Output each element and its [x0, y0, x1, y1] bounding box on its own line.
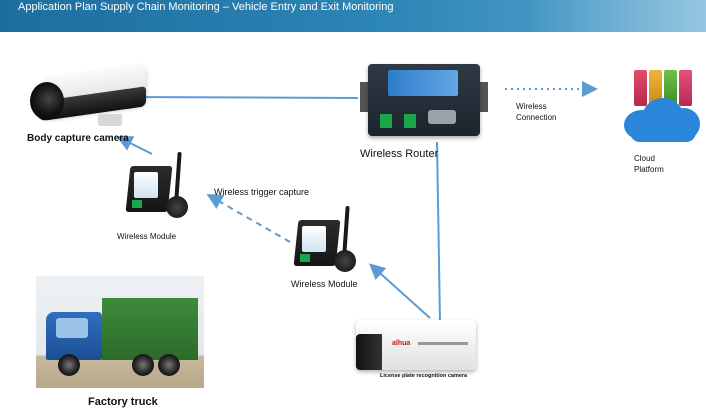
- cloud-platform-label: Cloud Platform: [634, 154, 664, 174]
- wireless-module-1-icon: [125, 151, 192, 224]
- lpr-camera-label: License plate recognition camera: [380, 373, 468, 379]
- line-lpr-to-module2: [369, 263, 431, 319]
- body-camera-icon: [30, 58, 154, 130]
- factory-truck-label: Factory truck: [88, 396, 158, 408]
- wireless-module-2-label: Wireless Module: [291, 279, 358, 289]
- router-icon: [360, 64, 488, 136]
- header-glow: [526, 0, 706, 32]
- wireless-module-2-icon: [293, 205, 360, 278]
- wireless-trigger-label: Wireless trigger capture: [214, 187, 310, 197]
- lpr-camera-brand: alhua: [392, 340, 411, 347]
- line-wireless-trigger: [206, 194, 291, 243]
- cloud-platform-icon: [624, 70, 700, 144]
- wireless-module-1-label: Wireless Module: [117, 232, 177, 241]
- page-title: Application Plan Supply Chain Monitoring…: [18, 1, 394, 13]
- factory-truck-image: [36, 276, 204, 388]
- line-router-to-body-camera: [125, 96, 359, 99]
- header-bar: Application Plan Supply Chain Monitoring…: [0, 0, 706, 32]
- line-module1-to-body-camera: [116, 136, 153, 155]
- router-label: Wireless Router: [360, 148, 439, 160]
- body-camera-label: Body capture camera: [27, 133, 129, 144]
- line-router-to-lpr-camera: [436, 141, 441, 323]
- lpr-camera-icon: alhua: [356, 320, 486, 372]
- wireless-connection-label: Wireless Connection: [516, 102, 557, 122]
